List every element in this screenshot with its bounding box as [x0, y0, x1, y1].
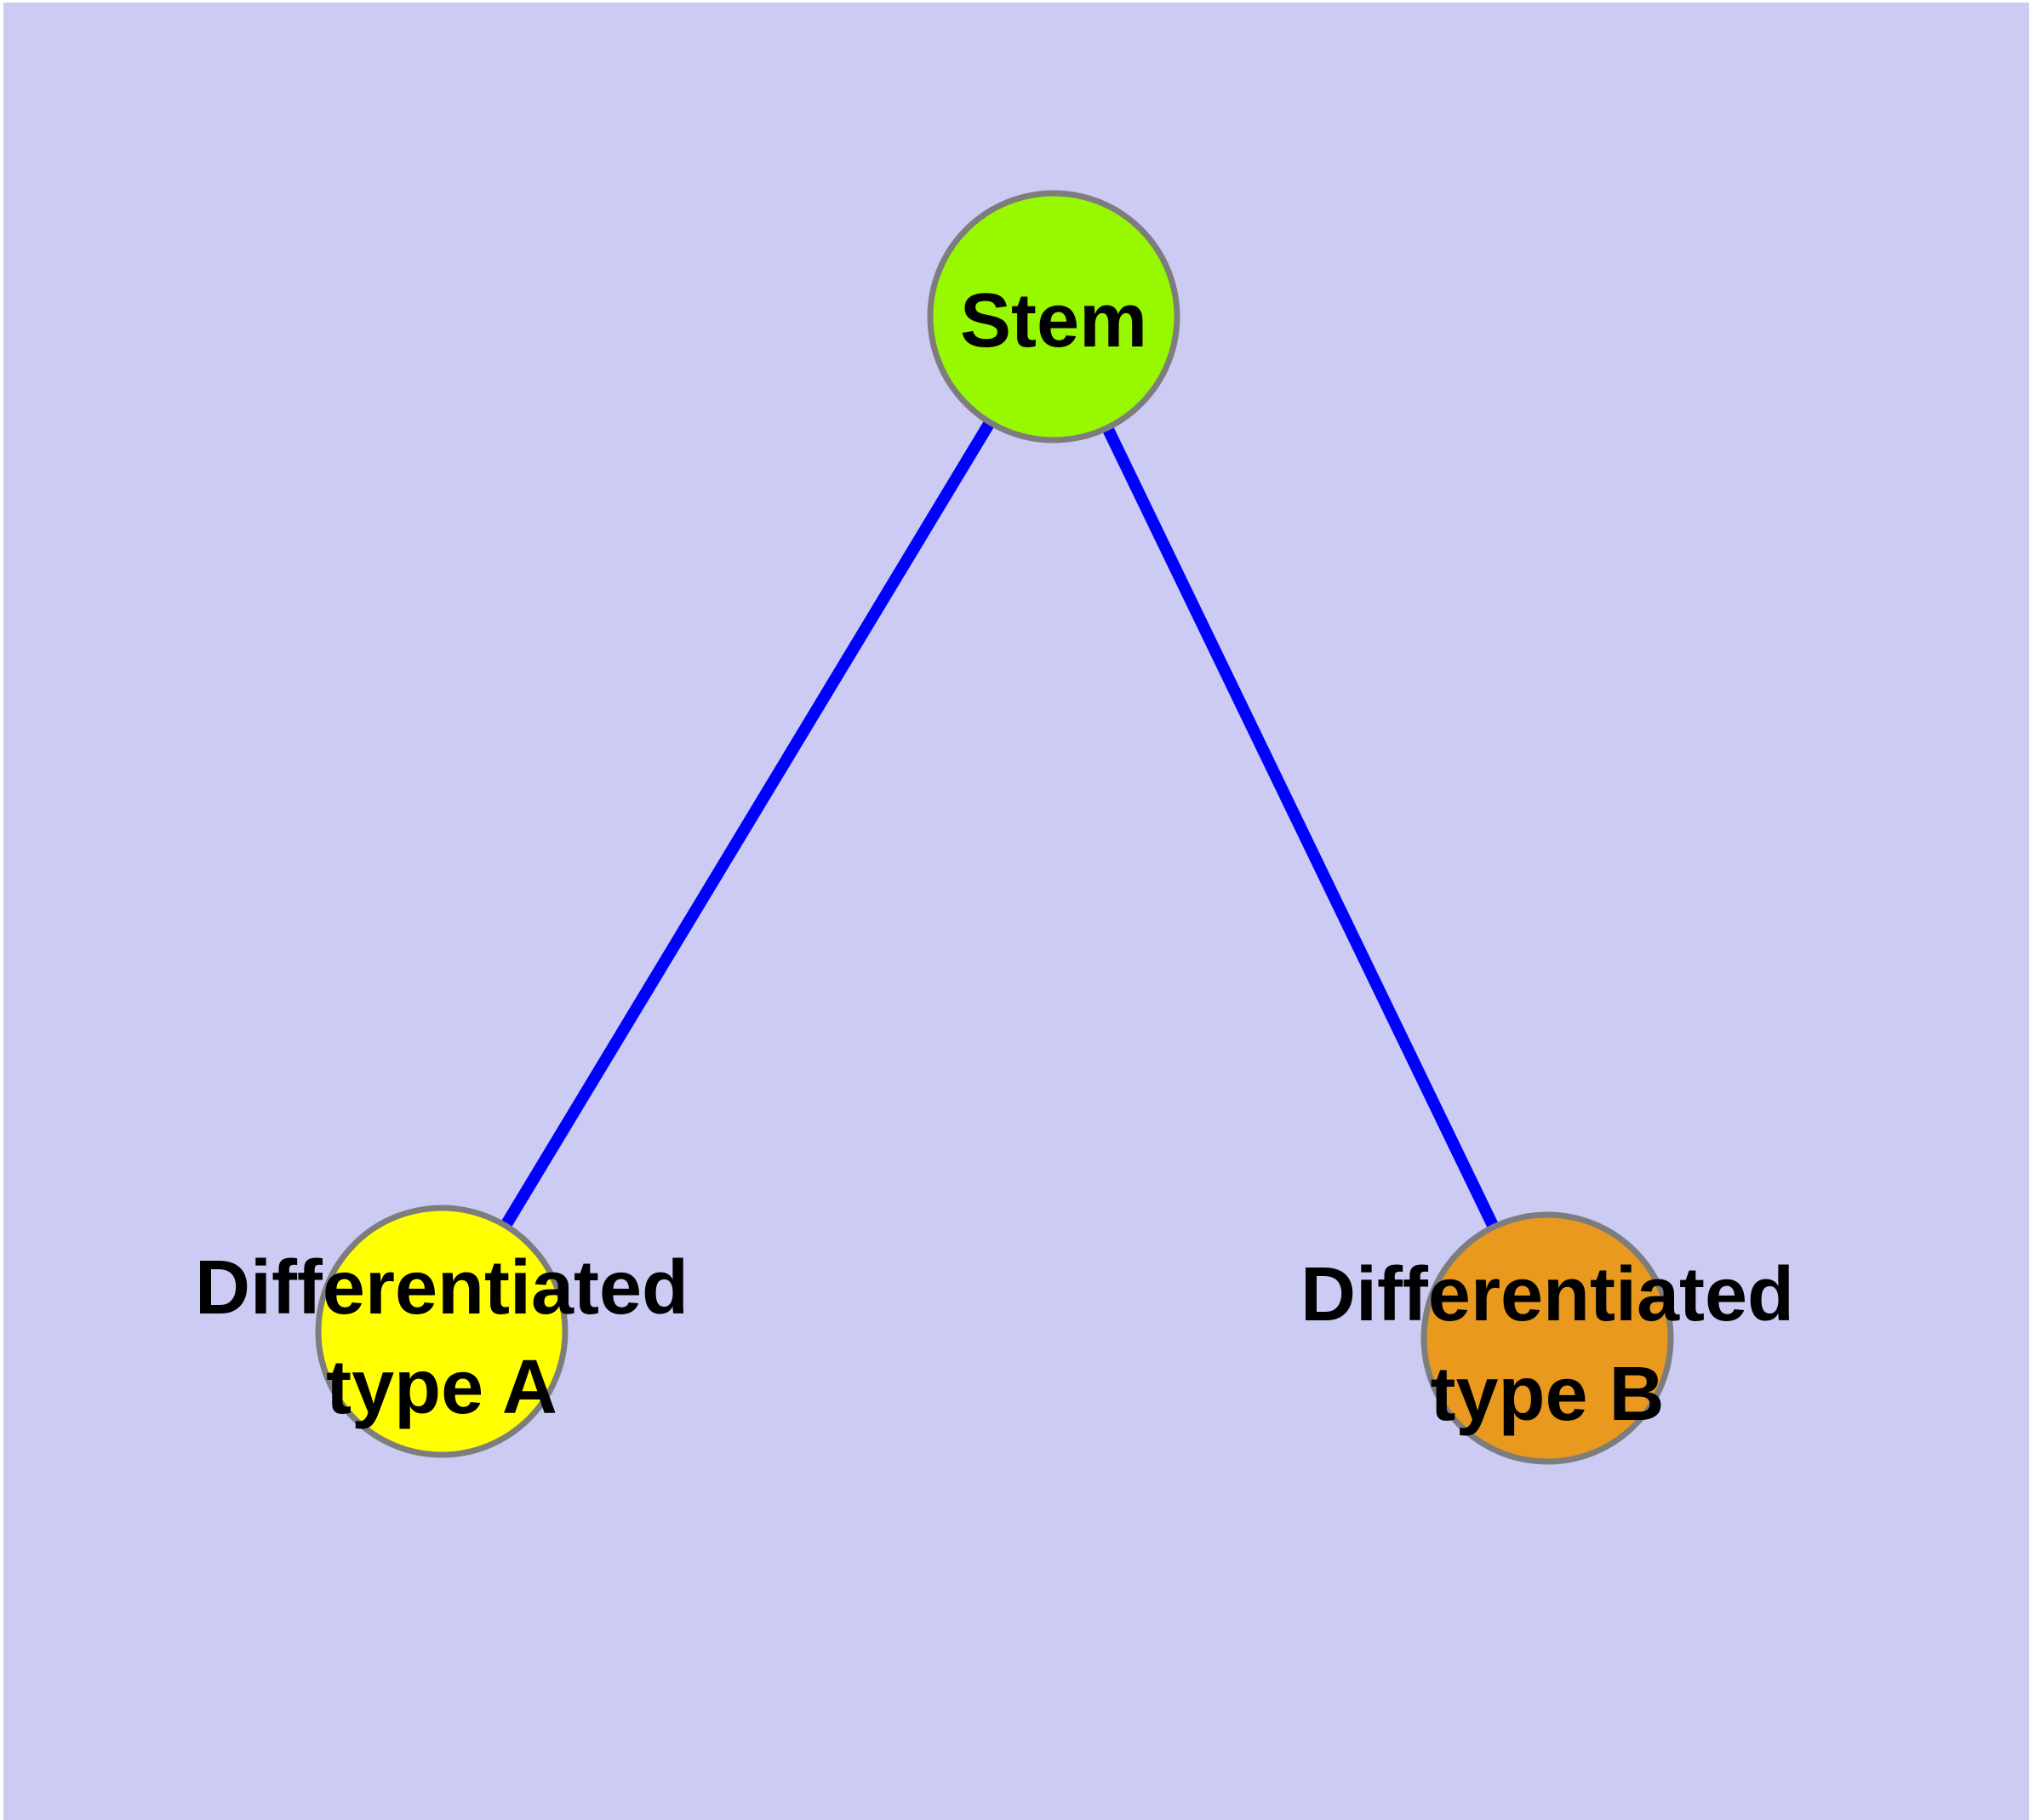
node-stem	[927, 190, 1180, 444]
node-stem-label: Stem	[960, 278, 1147, 363]
node-type-b-label-line1: Differentiated	[1300, 1252, 1794, 1337]
node-type-b-label-line2: type B	[1430, 1352, 1664, 1437]
node-type-a-label-line1: Differentiated	[195, 1245, 689, 1331]
edge-stem-to-type-a	[437, 313, 1059, 1335]
edge-stem-to-type-b	[1048, 313, 1553, 1342]
node-differentiated-type-a	[315, 1205, 569, 1458]
node-differentiated-type-b	[1420, 1211, 1674, 1465]
node-type-a-label-line2: type A	[326, 1345, 557, 1430]
